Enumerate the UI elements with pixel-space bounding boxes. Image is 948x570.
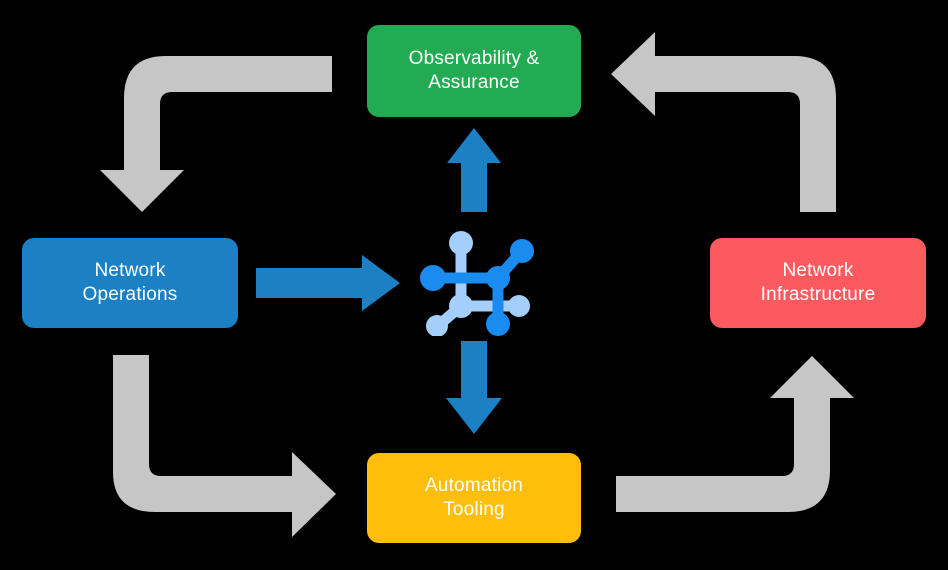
arrow-center-to-automation bbox=[446, 341, 502, 434]
node-network-infrastructure-label: Network Infrastructure bbox=[760, 259, 876, 305]
arrow-automation-to-infrastructure bbox=[616, 356, 854, 512]
network-topology-icon bbox=[418, 218, 536, 337]
node-network-infrastructure[interactable]: Network Infrastructure bbox=[710, 238, 926, 328]
node-network-operations[interactable]: Network Operations bbox=[22, 238, 238, 328]
arrow-center-to-observability bbox=[447, 128, 501, 212]
arrow-infrastructure-to-observability bbox=[611, 32, 836, 212]
network-topology-icon-svg bbox=[420, 231, 534, 337]
node-observability-assurance[interactable]: Observability & Assurance bbox=[367, 25, 581, 117]
arrow-observability-to-operations bbox=[100, 56, 332, 212]
arrow-operations-to-automation bbox=[113, 355, 336, 537]
node-network-operations-label: Network Operations bbox=[82, 259, 178, 305]
node-observability-assurance-label: Observability & Assurance bbox=[408, 47, 540, 93]
node-automation-tooling[interactable]: Automation Tooling bbox=[367, 453, 581, 543]
arrow-operations-to-center bbox=[256, 255, 400, 311]
network-icon-secondary-nodes bbox=[426, 231, 530, 337]
node-automation-tooling-label: Automation Tooling bbox=[424, 474, 524, 520]
network-icon-primary-nodes bbox=[420, 239, 534, 336]
